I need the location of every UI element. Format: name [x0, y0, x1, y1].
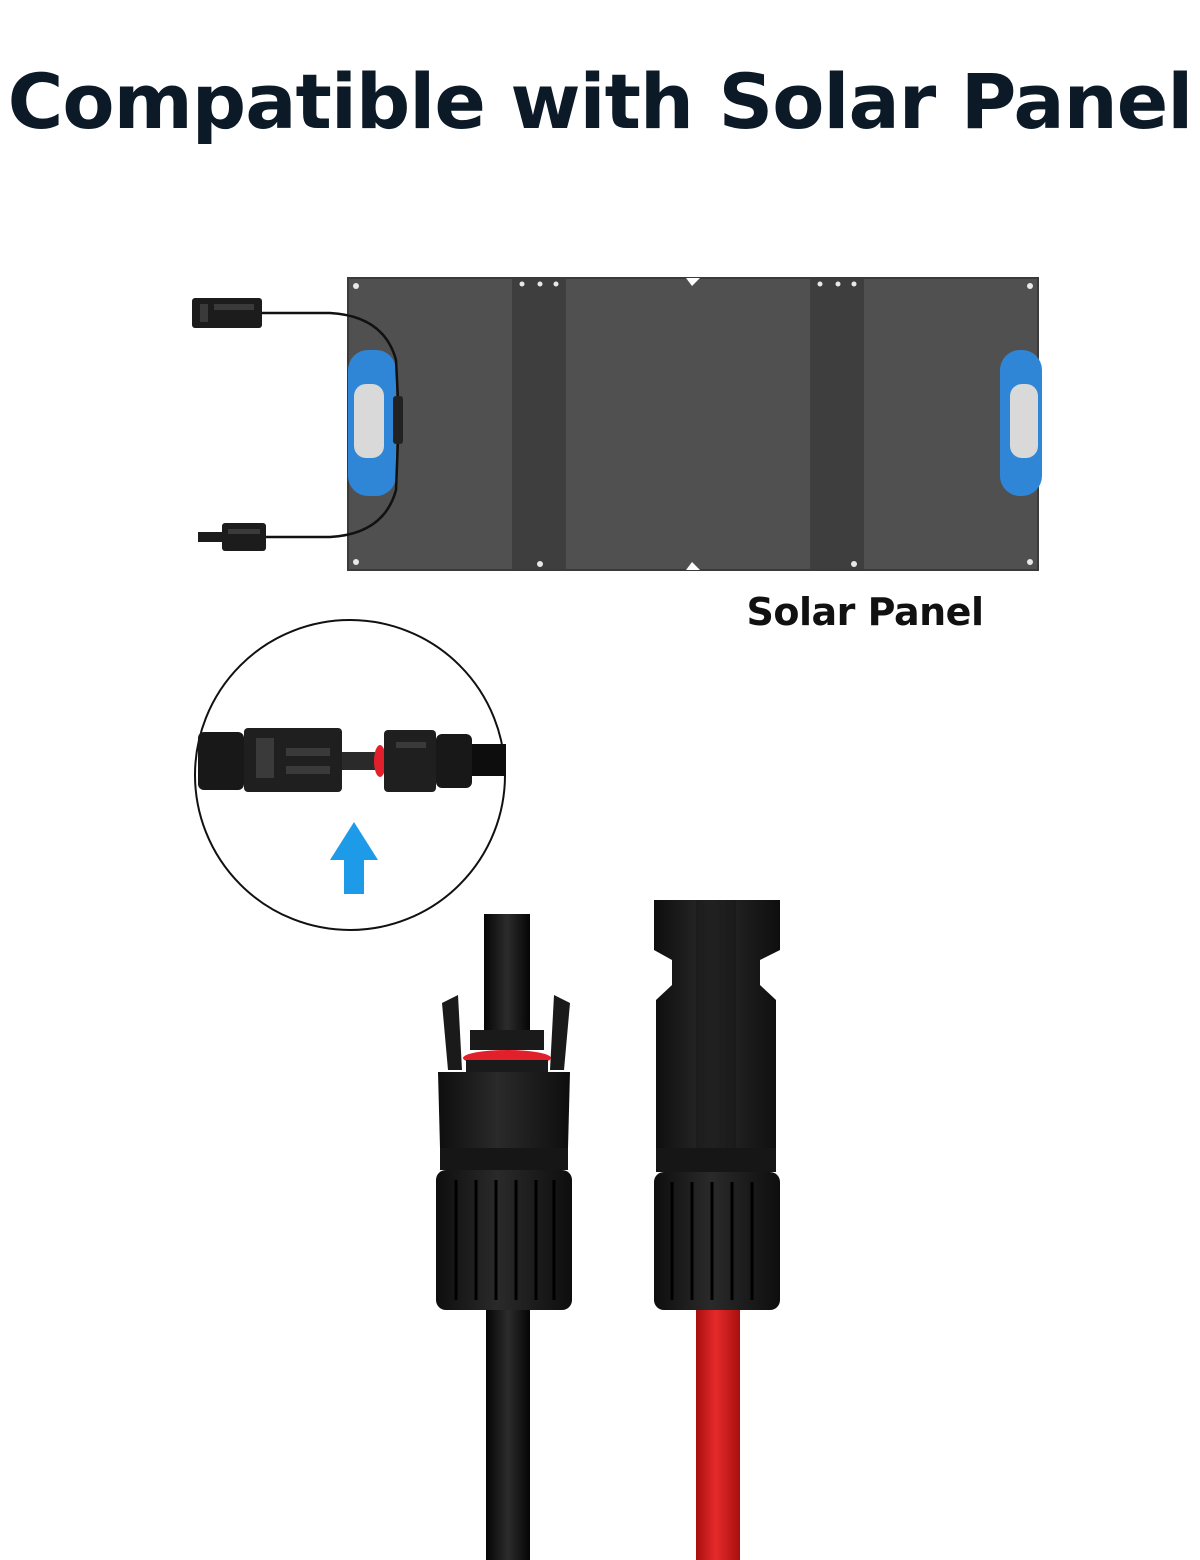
- solar-panel-fold-strip-right: [810, 279, 864, 569]
- female-head: [654, 900, 780, 1148]
- zoom-connector-male: [198, 728, 342, 792]
- female-nut-ridges: [670, 1182, 754, 1300]
- mc4-male-connector: [436, 914, 572, 1560]
- solar-panel-label: Solar Panel: [746, 590, 984, 634]
- male-nut: [436, 1170, 572, 1310]
- solar-panel-illustration: [192, 277, 1042, 571]
- up-arrow-icon: [330, 822, 378, 894]
- zoom-seal-ring: [374, 745, 386, 777]
- panel-cable-top: [262, 311, 400, 401]
- connector-zoom-circle: [194, 619, 506, 931]
- panel-top-notch: [686, 278, 700, 286]
- female-nut: [654, 1172, 780, 1310]
- panel-connector-bottom: [198, 523, 266, 551]
- panel-cable-bottom: [262, 439, 400, 539]
- red-cable: [696, 1310, 740, 1560]
- male-body: [438, 1072, 570, 1148]
- male-nut-ridges: [454, 1180, 556, 1300]
- male-latch-right: [550, 995, 570, 1070]
- black-cable: [486, 1310, 530, 1560]
- zoom-connector-female: [384, 730, 506, 792]
- zoom-pin: [342, 752, 376, 770]
- page-title: Compatible with Solar Panel: [7, 57, 1194, 146]
- panel-bottom-notch: [686, 562, 700, 570]
- solar-panel-fold-strip-left: [512, 279, 566, 569]
- panel-rivets: [353, 281, 1033, 567]
- male-latch-left: [442, 995, 462, 1070]
- male-pin: [484, 914, 530, 1044]
- mc4-female-connector: [654, 900, 780, 1560]
- panel-handle-right: [1000, 350, 1042, 496]
- panel-handle-left: [348, 350, 396, 496]
- panel-connector-top: [192, 298, 262, 328]
- solar-panel-body: [347, 277, 1039, 571]
